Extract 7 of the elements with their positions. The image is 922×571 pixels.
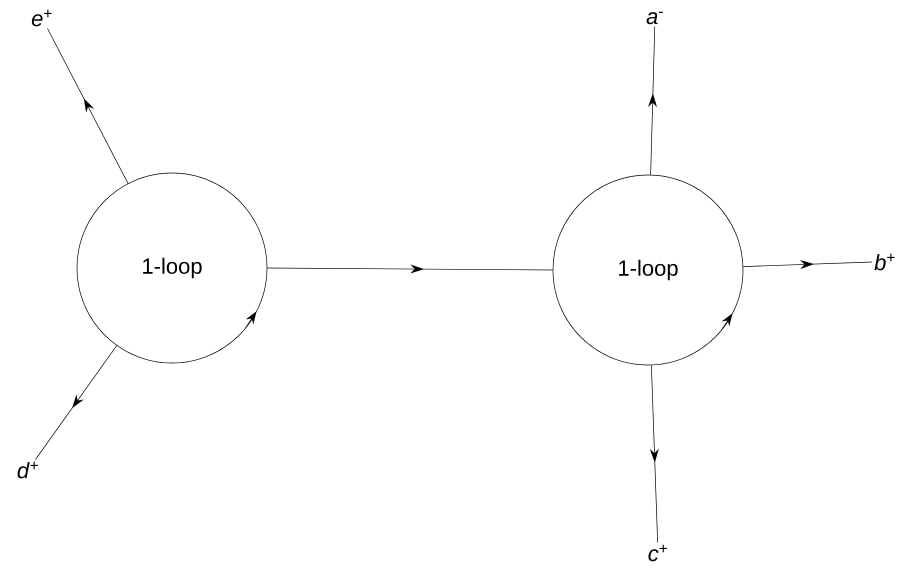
particle-label: e$^{+}$ <box>32 10 52 26</box>
particle-label: d$^{+}$ <box>18 462 38 478</box>
particle-label: b$^{+}$ <box>874 254 895 270</box>
particle-label: c$^{+}$ <box>648 544 667 562</box>
arrow <box>47 28 128 184</box>
arrow <box>35 345 117 460</box>
particle-label: a$^{-}$ <box>646 12 663 24</box>
